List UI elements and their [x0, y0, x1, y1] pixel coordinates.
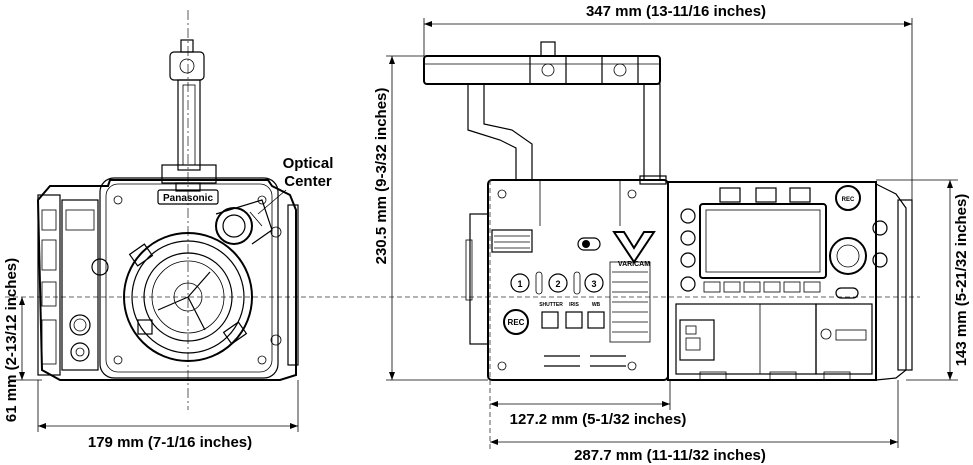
- battery-plate: [897, 199, 913, 371]
- panel-button-2[interactable]: [680, 230, 696, 246]
- shutter-label: SHUTTER: [539, 302, 563, 308]
- body-length-label: 287.7 mm (11-11/32 inches): [574, 447, 766, 464]
- media-compartment: [675, 303, 873, 381]
- mount-to-center-label: 127.2 mm (5-1/32 inches): [510, 411, 687, 428]
- optical-height-label: 61 mm (2-13/12 inches): [3, 258, 20, 422]
- front-width-label: 179 mm (7-1/16 inches): [88, 434, 252, 451]
- dial-3-button[interactable]: [584, 273, 604, 293]
- wb-switch[interactable]: [587, 311, 605, 329]
- jog-dial[interactable]: [829, 237, 867, 275]
- optical-center-port: [215, 199, 273, 245]
- wb-label: WB: [592, 302, 601, 308]
- varicam-logo-mark: [612, 231, 656, 264]
- panel-button-1[interactable]: [680, 208, 696, 224]
- side-vents: [544, 261, 651, 367]
- logo-text: VARICAM: [618, 261, 650, 268]
- dial-1-label: 1: [517, 279, 522, 289]
- iris-label: IRIS: [569, 302, 579, 308]
- lcd-screen: [699, 203, 827, 279]
- mount-to-center-dimension: 127.2 mm (5-1/32 inches): [490, 380, 686, 428]
- lcd-panel: REC: [680, 185, 888, 299]
- overall-height-label: 230.5 mm (9-3/32 inches): [373, 88, 390, 265]
- front-handle: [161, 39, 217, 192]
- brand-plate: [157, 189, 219, 205]
- body-height-dimension: 143 mm (5-21/32 inches): [876, 179, 970, 381]
- optical-center-label-line2: Center: [284, 173, 332, 190]
- side-rec-button[interactable]: [835, 185, 861, 211]
- overall-length-label: 347 mm (13-11/16 inches): [586, 3, 766, 20]
- rec-button[interactable]: [503, 309, 529, 335]
- lens-mount: [123, 232, 253, 362]
- dial-group: 1 2 3: [510, 271, 604, 295]
- overall-height-dimension: 230.5 mm (9-3/32 inches): [373, 55, 488, 381]
- side-handle: [423, 41, 667, 185]
- info-label-plate: [491, 229, 533, 253]
- panel-button-3[interactable]: [680, 252, 696, 268]
- front-view: Panasonic Optical Center: [3, 10, 920, 451]
- panel-button-4[interactable]: [680, 276, 696, 292]
- brand-label: Panasonic: [163, 193, 213, 204]
- body-height-label: 143 mm (5-21/32 inches): [953, 194, 970, 367]
- dial-1-button[interactable]: [510, 273, 530, 293]
- dial-2-button[interactable]: [548, 273, 568, 293]
- dial-3-label: 3: [591, 279, 596, 289]
- panel-lock-toggle[interactable]: [835, 287, 859, 299]
- overall-length-dimension: 347 mm (13-11/16 inches): [423, 3, 913, 200]
- lock-toggle[interactable]: [577, 237, 601, 251]
- rec-button-label: REC: [508, 318, 525, 327]
- optical-center-leader: [257, 189, 287, 215]
- body-length-dimension: 287.7 mm (11-11/32 inches): [490, 380, 899, 464]
- side-view: 1 2 3 REC SHUTTER IRIS WB: [423, 41, 913, 450]
- side-rec-label: REC: [842, 197, 855, 203]
- front-body: [36, 177, 299, 381]
- optical-center-label-line1: Optical: [283, 155, 334, 172]
- dial-2-label: 2: [555, 279, 560, 289]
- shutter-switch[interactable]: [541, 311, 559, 329]
- iris-switch[interactable]: [565, 311, 583, 329]
